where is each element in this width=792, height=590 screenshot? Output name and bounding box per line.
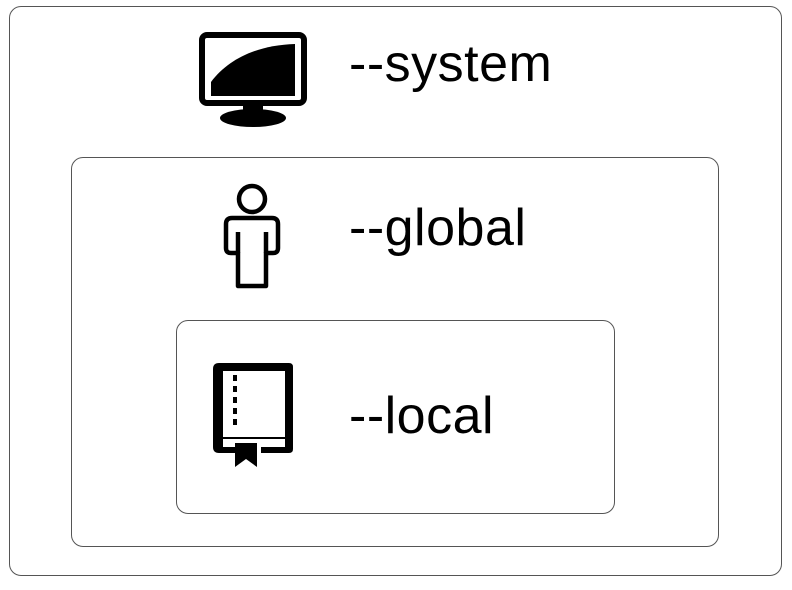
book-icon: [213, 363, 295, 471]
system-scope-label: --system: [349, 35, 553, 93]
monitor-icon: [199, 32, 307, 128]
global-scope-label: --global: [349, 199, 527, 257]
local-scope-label: --local: [349, 387, 495, 445]
person-icon: [222, 182, 282, 290]
